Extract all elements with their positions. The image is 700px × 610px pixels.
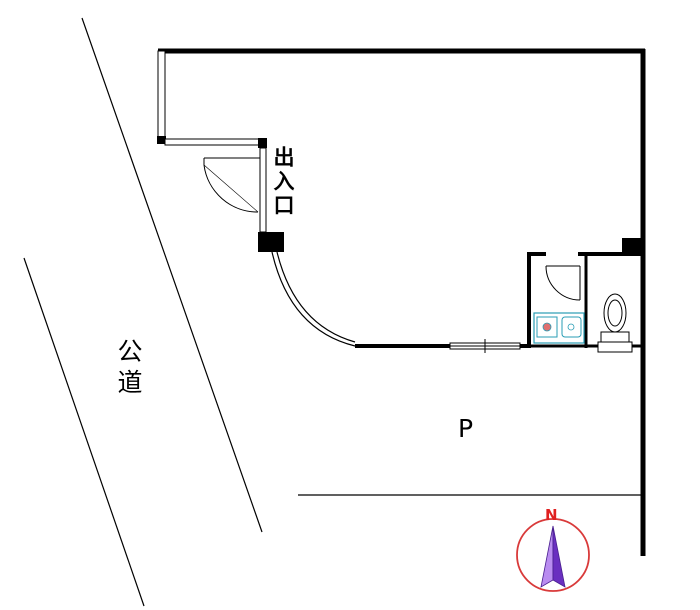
- north-label: N: [545, 506, 558, 524]
- entrance-lintel: [164, 138, 261, 146]
- front-sliding-window: [449, 339, 521, 353]
- exterior-walls: [158, 48, 646, 556]
- kitchen-counter: [533, 312, 585, 344]
- sink-drain: [567, 323, 575, 331]
- left-window: [157, 50, 166, 144]
- window-frame: [157, 50, 166, 142]
- entrance-jamb: [259, 147, 267, 233]
- entrance-walls: [164, 138, 284, 252]
- toilet-icon: [597, 293, 633, 353]
- compass-arrow-dark: [552, 525, 566, 588]
- north-compass-icon: [516, 518, 590, 592]
- public-road-label: 公道: [114, 338, 143, 400]
- entrance-label: 出入口: [271, 146, 295, 218]
- stove-burner: [542, 322, 552, 332]
- utility-door-icon[interactable]: [545, 265, 581, 301]
- parking-label: P: [458, 414, 474, 443]
- public-road: [23, 17, 263, 607]
- window-post-bottom: [157, 136, 166, 144]
- kitchenette: [533, 312, 585, 344]
- sink-icon: [561, 316, 582, 338]
- entrance-door-icon[interactable]: [203, 157, 260, 213]
- road-edge-inner: [81, 17, 263, 533]
- entrance-post-top: [258, 138, 267, 148]
- utility-corner-post: [622, 238, 644, 256]
- entrance-post-bottom: [258, 232, 284, 252]
- curved-storefront-window: [271, 251, 356, 347]
- road-edge-outer: [23, 257, 145, 607]
